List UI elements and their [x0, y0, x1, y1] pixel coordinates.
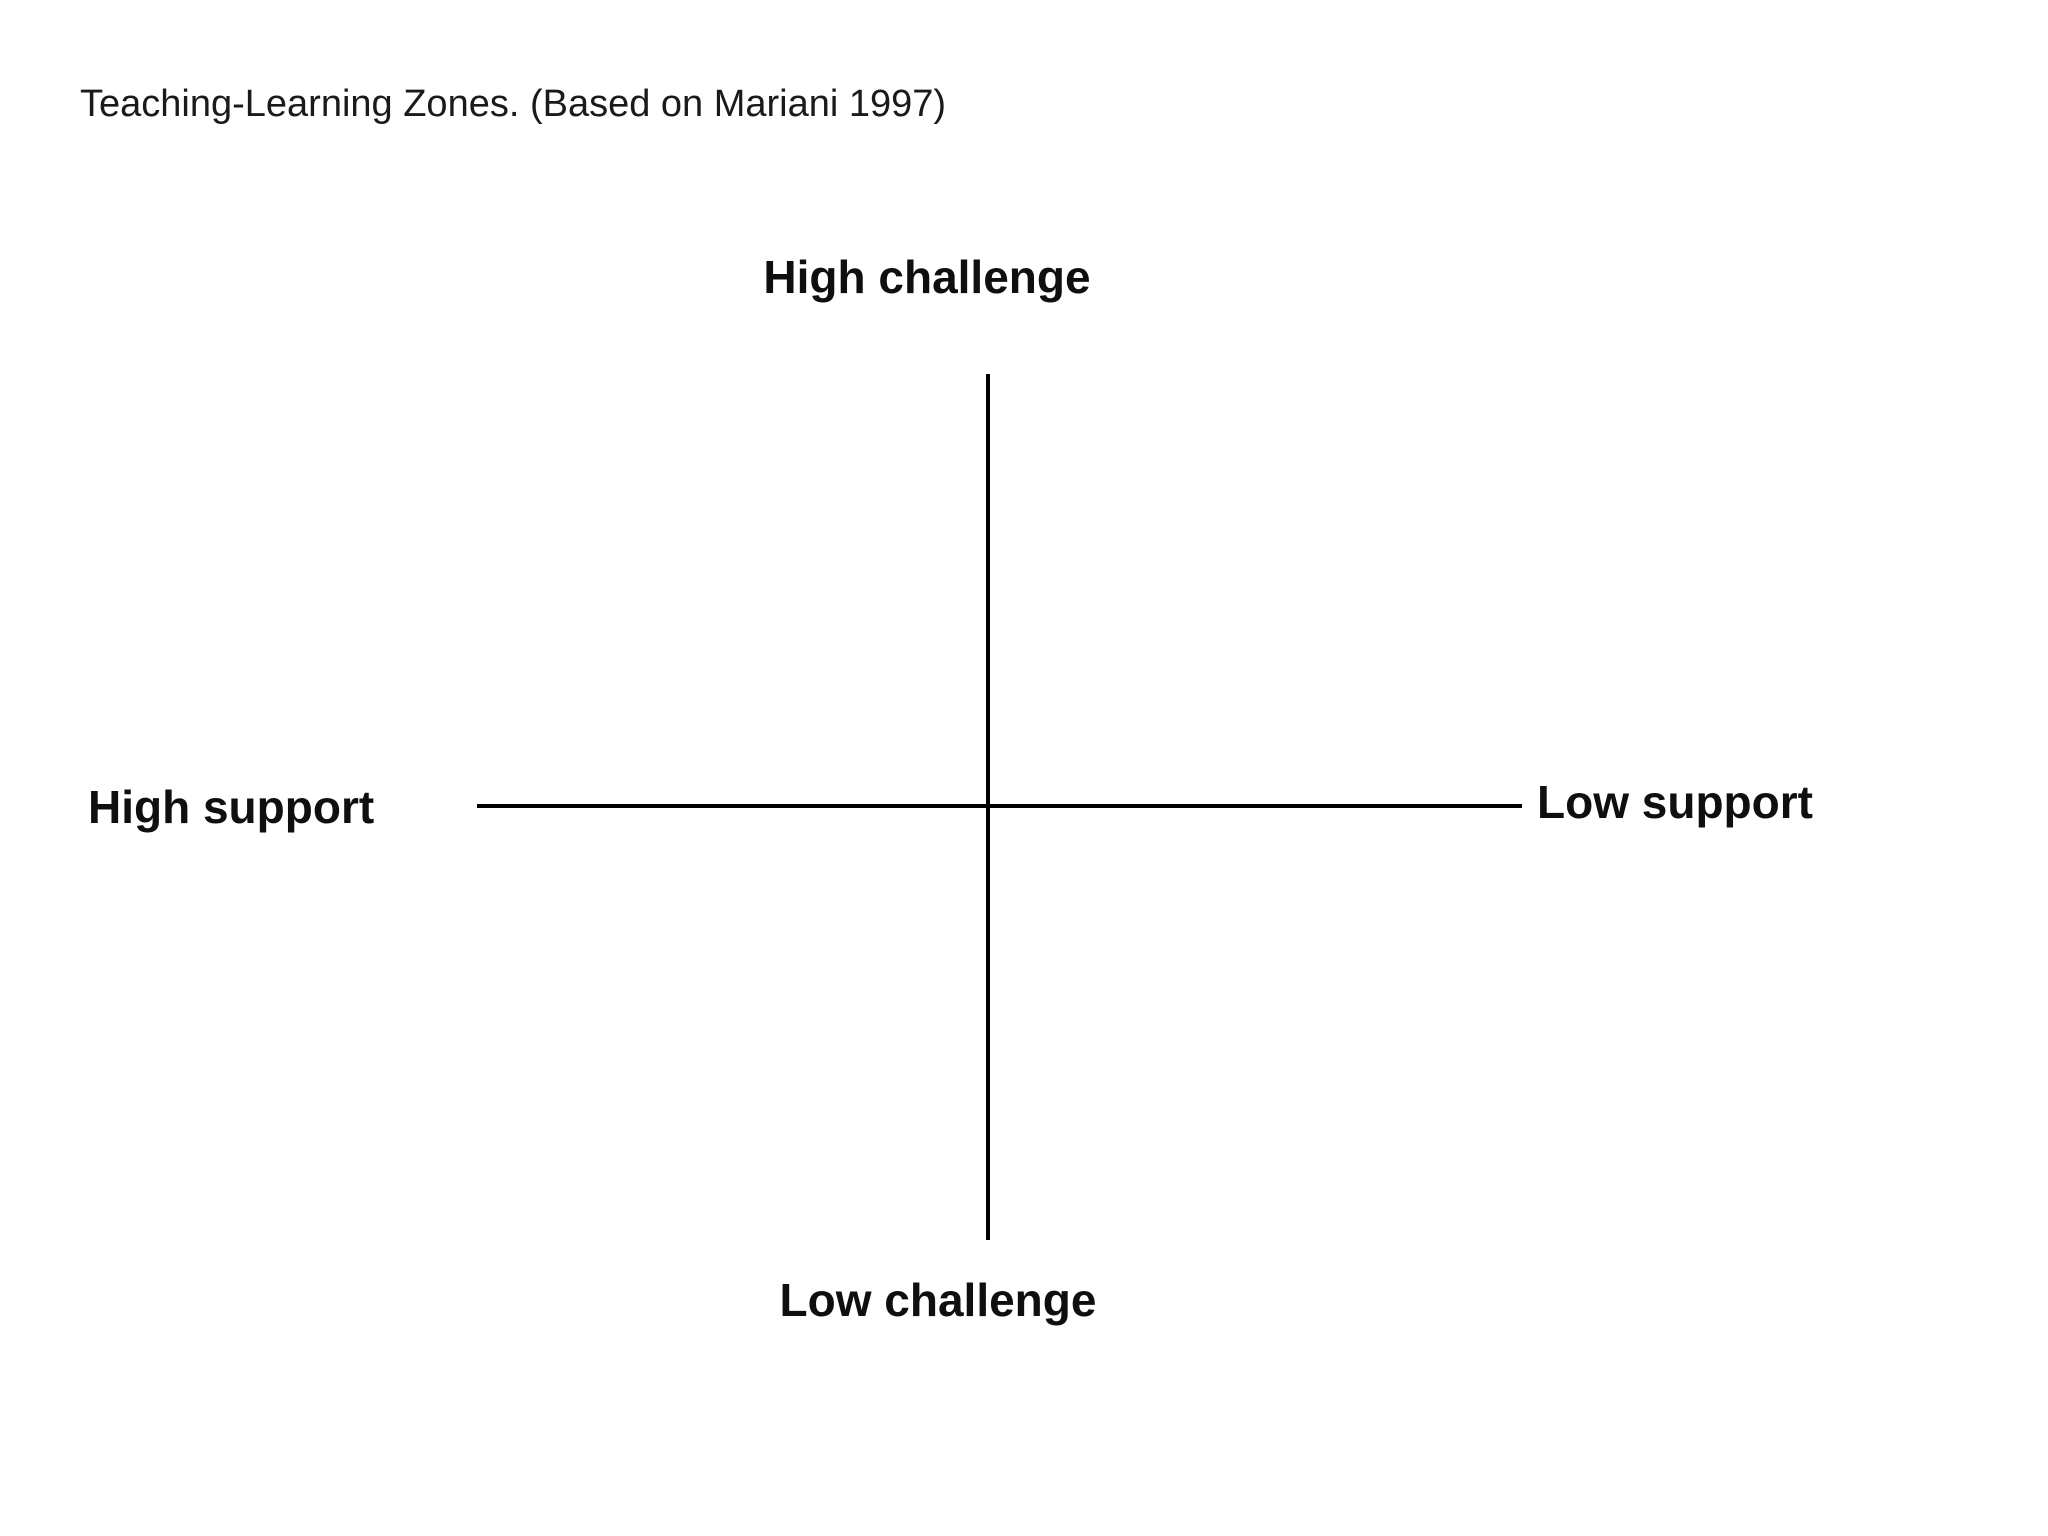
axis-label-low-support: Low support — [1537, 776, 1813, 828]
axis-label-high-support: High support — [88, 781, 375, 833]
slide-title: Teaching-Learning Zones. (Based on Maria… — [80, 83, 947, 125]
axis-label-high-challenge: High challenge — [763, 251, 1091, 303]
horizontal-axis-line — [477, 804, 1522, 808]
axis-label-low-challenge: Low challenge — [779, 1274, 1097, 1326]
